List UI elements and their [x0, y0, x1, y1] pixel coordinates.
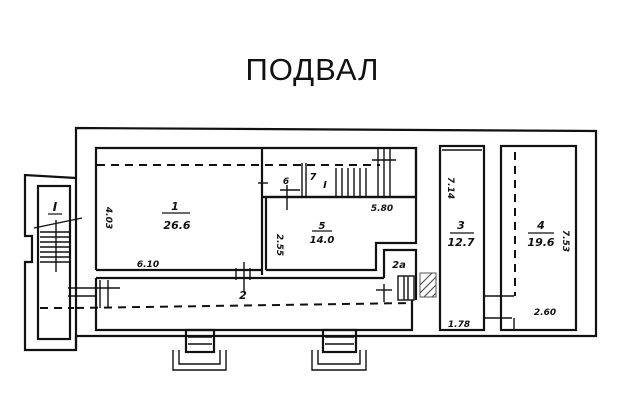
room-5-number: 5	[319, 221, 326, 232]
room-2a-number: 2а	[392, 260, 406, 271]
dim-room4-width: 2.60	[534, 308, 556, 318]
room-6-number: 6	[283, 177, 289, 187]
corridor-2	[68, 262, 414, 332]
outer-wall	[23, 126, 598, 352]
room-2a	[382, 248, 437, 301]
entrance-stairs-right	[311, 328, 367, 371]
room-3-area: 12.7	[447, 236, 474, 249]
room-i-label: I	[53, 200, 58, 214]
dim-room4-height: 7.53	[560, 230, 570, 252]
room-1-area: 26.6	[163, 219, 190, 232]
dim-room5-height: 2.55	[274, 234, 284, 256]
dim-room3-height: 7.14	[445, 177, 455, 199]
room-4	[484, 144, 578, 332]
room-labels: I 1 26.6 2 2а 3 12.7 4 19.6 5 14.0 6 7 I	[48, 172, 555, 302]
dim-room5-width: 5.80	[371, 204, 393, 214]
room-7-number: 7	[310, 172, 317, 183]
dim-room1-height: 4.03	[103, 206, 113, 229]
room-2-number: 2	[239, 289, 247, 302]
room-4-area: 19.6	[527, 236, 554, 249]
room-5	[258, 146, 418, 275]
room-3-number: 3	[457, 219, 465, 232]
room-4-number: 4	[536, 219, 545, 232]
room-3	[438, 144, 486, 332]
room-5-area: 14.0	[310, 235, 335, 246]
room-1-number: 1	[171, 200, 179, 213]
stairwell-i	[33, 184, 83, 341]
stair-ii-number: I	[323, 180, 327, 191]
dim-room3-width: 1.78	[448, 320, 470, 330]
room-1	[94, 146, 380, 272]
dimension-labels: 4.03 6.10 5.80 2.55 7.14 1.78 7.53 2.60	[103, 177, 570, 330]
hatched-column	[419, 272, 437, 298]
dim-room1-width: 6.10	[137, 260, 159, 270]
page-title: ПОДВАЛ	[245, 52, 380, 87]
entrance-stairs-left	[172, 328, 227, 371]
